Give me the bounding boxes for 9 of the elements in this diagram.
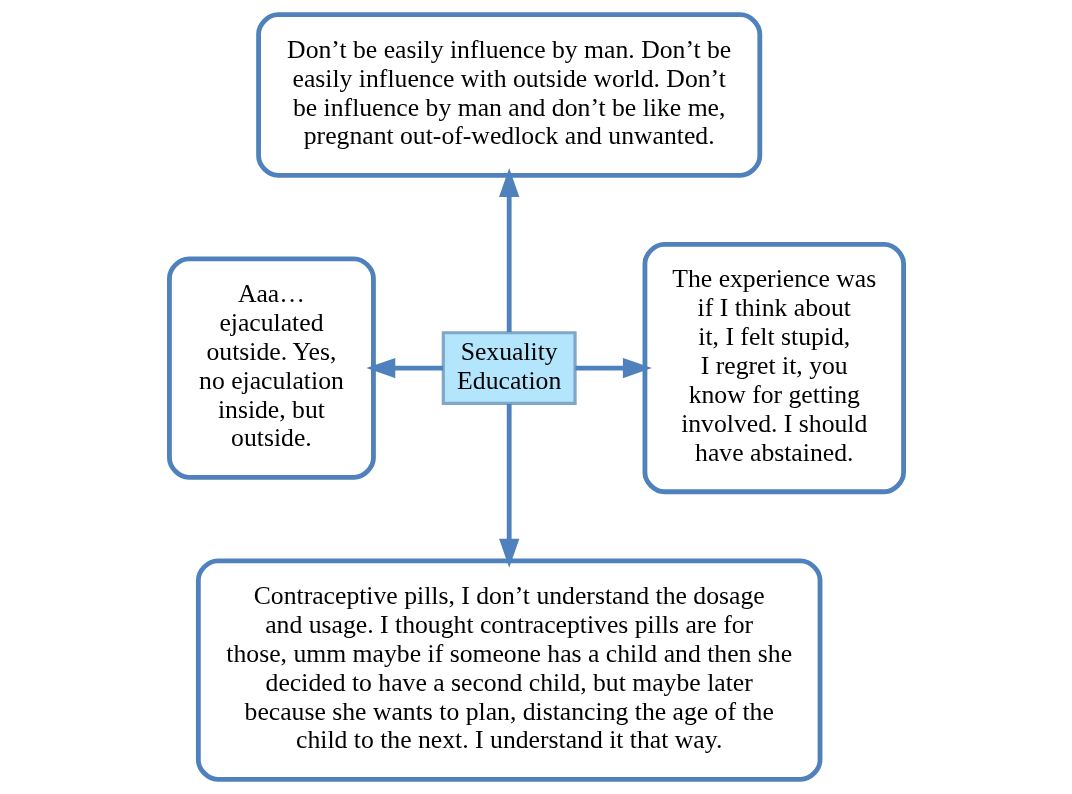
node-box: The experience was if I think about it, I felt stupid, I regret it, you know for getting involved. I should have abstained. (642, 242, 906, 495)
arrow (498, 403, 519, 568)
arrow (574, 357, 652, 379)
arrow (365, 357, 443, 379)
node-box: Contraceptive pills, I don’t understand the dosage and usage. I thought contraceptives pills are for those, umm maybe if someone has a child and then she decided to have a second child, but maybe later because she wants to plan, distancing the age of the child to the next. I understand it that way. (195, 558, 822, 782)
arrow (498, 168, 519, 333)
node-box: Aaa… ejaculated outside. Yes, no ejaculation inside, but outside. (166, 256, 376, 480)
node-box: Sexuality Education (441, 331, 577, 406)
node-box: Don’t be easily influence by man. Don’t be easily influence with outside world. Don’t be influence by man and don’t be like me, pregnant out-of-wedlock and unwanted. (255, 12, 762, 178)
